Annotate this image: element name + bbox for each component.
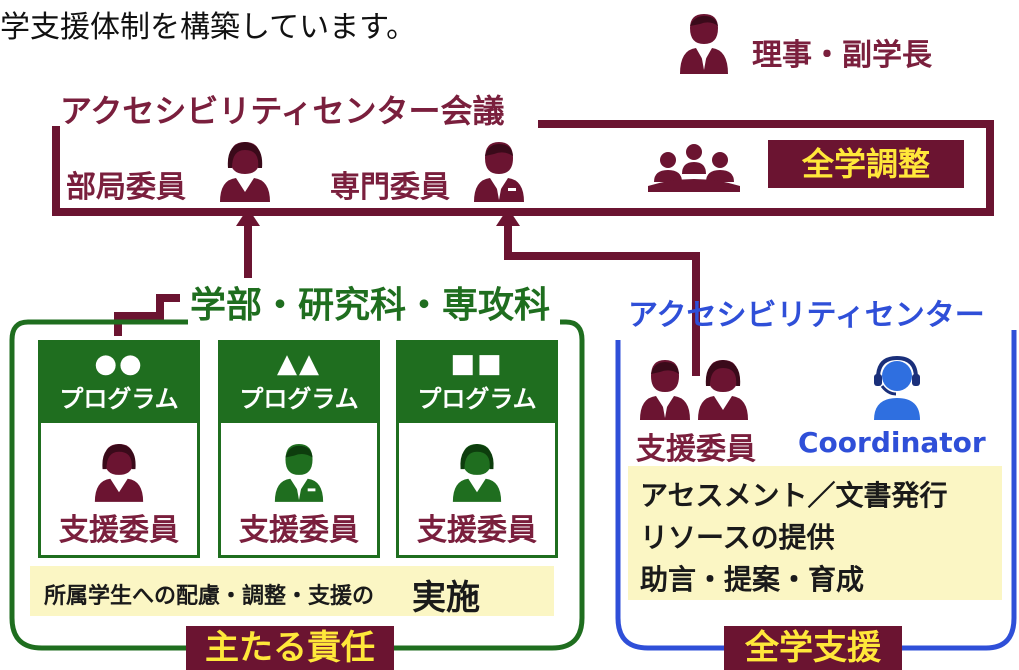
implementation-emphasis: 実施 (412, 578, 480, 618)
campus-support-banner: 全学支援 (724, 626, 902, 670)
person-woman-icon (449, 439, 505, 509)
program-label: プログラム (59, 385, 179, 413)
service-item: アセスメント／文書発行 (640, 479, 948, 512)
coordination-banner: 全学調整 (768, 140, 964, 188)
program-label: プログラム (417, 385, 537, 413)
program-role: 支援委員 (417, 513, 537, 548)
implementation-box: 所属学生への配慮・調整・支援の 実施 (30, 566, 554, 618)
primary-responsibility-banner: 主たる責任 (186, 626, 394, 670)
center-member-label: 支援委員 (636, 432, 756, 467)
expert-member-icon (470, 138, 528, 208)
coordinator-label: Coordinator (798, 426, 986, 459)
program-card-2: ▲▲ プログラム 支援委員 (218, 340, 380, 558)
dept-member-icon (216, 138, 274, 208)
leadership-icon (676, 10, 732, 80)
leadership-label: 理事・副学長 (752, 38, 932, 73)
implementation-text: 所属学生への配慮・調整・支援の (44, 584, 375, 609)
program-label: プログラム (239, 385, 359, 413)
program-role: 支援委員 (59, 513, 179, 548)
program-card-1: ●● プログラム 支援委員 (38, 340, 200, 558)
faculties-title: 学部・研究科・専攻科 (190, 285, 551, 326)
council-title: アクセシビリティセンター会議 (60, 92, 505, 130)
program-symbol: ■■ (450, 349, 504, 379)
dept-member-label: 部局委員 (66, 170, 186, 205)
coordinator-icon (868, 355, 926, 426)
person-woman-icon (91, 439, 147, 509)
program-role: 支援委員 (239, 513, 359, 548)
support-member-icons (636, 356, 756, 426)
program-symbol: ▲▲ (277, 349, 321, 379)
program-card-3: ■■ プログラム 支援委員 (396, 340, 558, 558)
program-symbol: ●● (94, 349, 144, 379)
expert-member-label: 専門委員 (330, 170, 450, 205)
service-item: 助言・提案・育成 (640, 563, 865, 596)
meeting-icon (646, 142, 742, 198)
service-item: リソースの提供 (640, 521, 835, 554)
center-title: アクセシビリティセンター (628, 298, 985, 333)
intro-text: 学支援体制を構築しています。 (0, 10, 417, 45)
center-services-box: アセスメント／文書発行 リソースの提供 助言・提案・育成 (628, 466, 1002, 600)
person-man-icon (271, 439, 327, 509)
